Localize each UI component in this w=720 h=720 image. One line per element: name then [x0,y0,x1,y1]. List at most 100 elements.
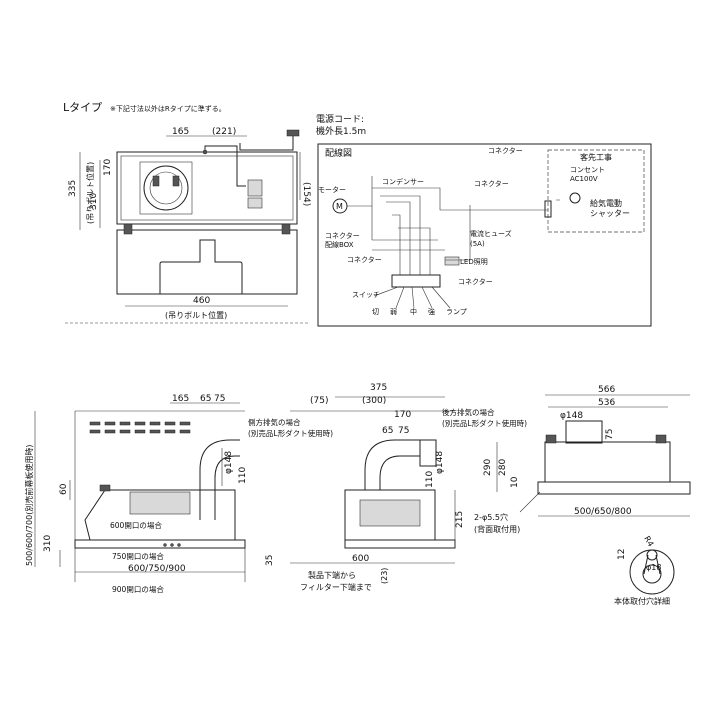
back-dim-290: 290 [483,459,493,476]
back-dim-536: 536 [598,398,615,408]
connector-mid: コネクター [474,179,509,188]
back-mount-right [655,434,667,444]
sw-strong: 強 [428,308,435,316]
center-dot [202,149,208,155]
side-exhaust-2: (別売品L形ダクト使用時) [248,428,333,438]
front-motor [129,491,191,515]
filter-note-1: 製品下端から [308,570,356,580]
detail-dim-12: 12 [617,549,627,560]
sw-mid: 中 [410,307,417,316]
customer-box [547,149,645,233]
capacitor: コンデンサー [382,177,424,186]
cord-length: 機外長1.5m [316,125,366,137]
back-dim-566: 566 [598,385,615,395]
front-bottom [74,539,246,549]
front-mount [99,484,111,492]
back-body [544,441,671,483]
front-ext-lines [74,548,246,582]
wiring-box-1: コネクター [325,231,360,240]
duct-damper [152,175,160,187]
side-exhaust: 側方排気の場合 [248,417,301,427]
duct-circle [143,165,189,211]
back-width-range: 500/650/800 [574,507,632,517]
side-dim-600: 600 [352,554,369,564]
led: LED照明 [460,258,488,266]
height-range: 500/600/700(別売前幕板使用時) [24,445,34,566]
box [247,179,263,197]
detail-slot-left [643,554,649,575]
side-dim-215: 215 [455,511,465,528]
connector-low: コネクター [347,255,382,264]
detail-dim-18: φ18 [646,563,661,572]
detail-r: R4 [642,535,655,549]
detail-hole-main [642,564,662,584]
plug [286,129,300,137]
duct-damper-2 [172,175,180,187]
top-view-cutout [159,239,243,294]
side-duct-inner [379,455,420,490]
hole-detail: R4 12 φ18 本体取付穴詳細 [614,535,675,606]
open-900: 900開口の場合 [112,584,164,594]
cord-path [204,145,246,187]
side-dim-75b: 75 [398,426,409,436]
side-motor [359,499,421,527]
side-dim-148: φ148 [435,451,445,474]
customer-work: 客先工事 [580,152,612,162]
side-dim-170: 170 [394,410,411,420]
detail-circle [629,549,675,595]
bolt-pos-h: (吊りボルト位置) [165,310,227,320]
front-body [84,489,236,541]
dim-221: (221) [212,127,236,137]
sw-lamp: ランプ [446,308,467,316]
dim-170: 170 [103,159,113,176]
side-duct [364,439,420,490]
side-bottom [344,539,456,549]
back-bottom [537,481,691,495]
width-range: 600/750/900 [128,564,186,574]
side-dim-23: (23) [380,568,389,584]
front-dim-148: φ148 [224,451,234,474]
wiring-diagram: 配線図 客先工事 コネクター コンデンサー コネクター モーター M コンセント… [317,143,652,327]
back-mount-left [545,434,557,444]
open-600: 600開口の場合 [110,520,162,530]
wiring-title: 配線図 [325,147,352,159]
top-view: 165 (221) 電源コード: 機外長1.5m 335 310 170 (吊り… [65,114,366,324]
front-dim-165: 165 [172,394,189,404]
top-view-plate [116,229,298,295]
duct-frame [139,161,193,215]
front-dim-60: 60 [59,483,69,495]
motor-symbol: M [336,202,343,211]
side-view: 375 (75) (300) 170 後方排気の場合 (別売品L形ダクト使用時)… [290,383,527,592]
wiring-frame [317,143,652,327]
bolt-pos-v: (吊りボルト位置) [85,162,95,224]
hole-note-2: (背面取付用) [474,524,520,534]
shutter-icon [569,192,581,204]
motor: モーター [318,185,346,194]
dim-154: (154) [301,182,311,206]
front-dim-35: 35 [265,555,275,566]
open-750: 750開口の場合 [112,551,164,561]
mount-right [281,223,291,235]
detail-slot-right [655,554,661,575]
side-duct-end [419,439,437,467]
rear-exhaust: 後方排気の場合 [442,407,495,417]
hole-note-1: 2-φ5.5穴 [474,512,508,522]
rear-exhaust-2: (別売品L形ダクト使用時) [442,418,527,428]
front-vents [89,421,191,434]
box-2 [247,197,263,209]
outlet: コンセント [570,166,605,174]
switch-leaders [373,286,451,309]
back-dim-75: 75 [605,429,615,440]
top-view-inner [120,155,294,221]
fuse-rating: (5A) [470,240,485,248]
back-dim-10: 10 [510,476,520,488]
back-view: 566 536 φ148 75 290 280 10 500/650/800 2… [474,385,691,534]
wiring-box-2: 配線BOX [325,240,354,249]
connector-top: コネクター [488,146,523,155]
side-dim-375: 375 [370,383,387,393]
dim-165: 165 [172,127,189,137]
mount-left [123,223,133,235]
front-dim-110: 110 [238,467,248,484]
sw-weak: 弱 [390,308,397,316]
